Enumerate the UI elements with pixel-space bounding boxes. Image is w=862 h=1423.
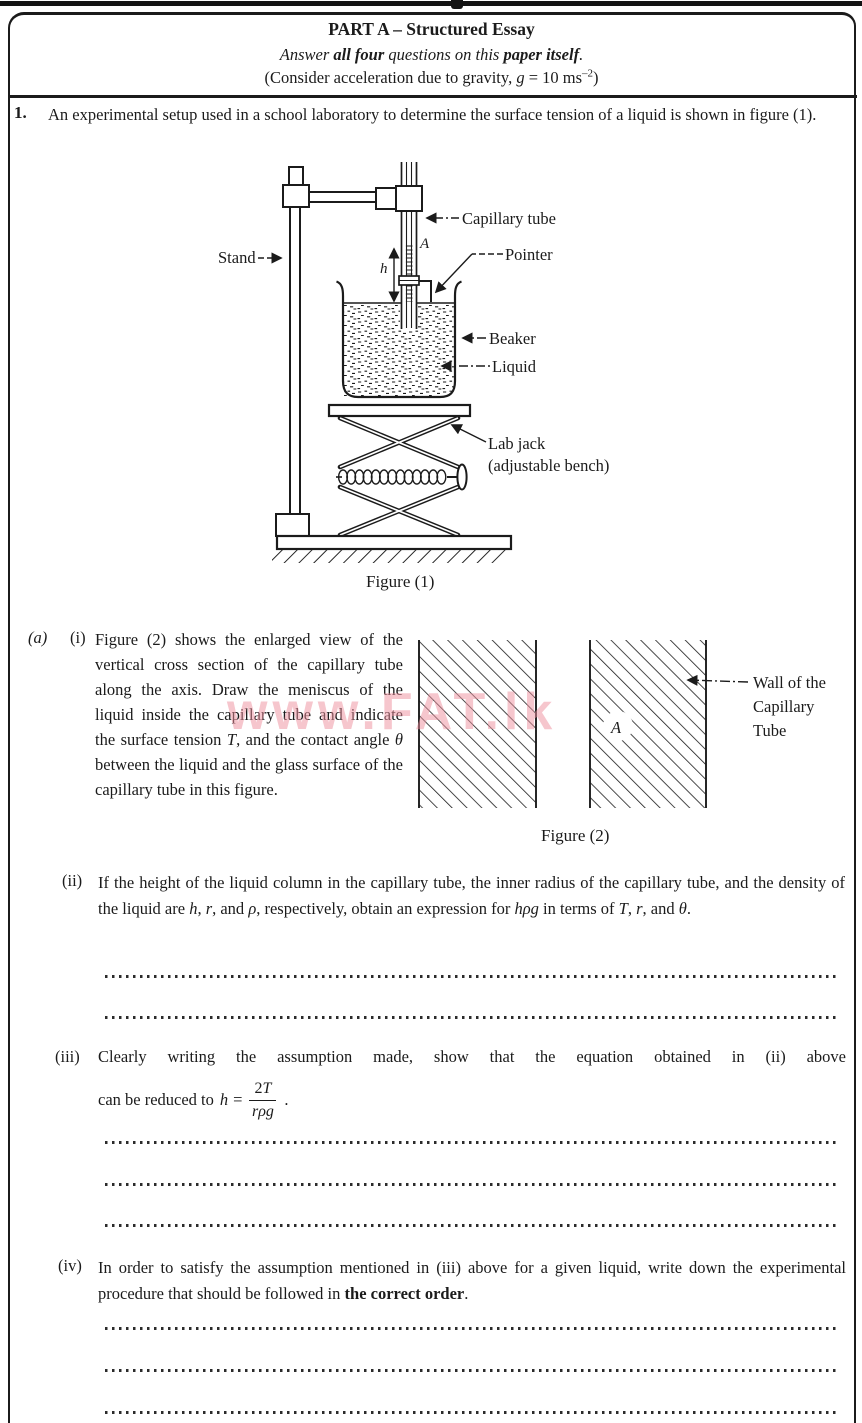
question-1-number: 1. <box>14 103 27 122</box>
pointer-label: Pointer <box>505 245 553 264</box>
jack-platform <box>327 403 472 418</box>
capillary-tube-walls <box>400 162 418 329</box>
answer-instruction: Answer all four questions on this paper … <box>279 45 584 64</box>
answer-dotted-line <box>105 1224 838 1227</box>
point-a-label-fig2: A <box>610 718 622 737</box>
wall-label-line1: Wall of the <box>753 673 826 692</box>
adjustable-bench-label: (adjustable bench) <box>488 456 609 475</box>
wall-label-line2: Capillary <box>753 697 815 716</box>
jack-scissor-arms <box>337 415 461 538</box>
screw-handle <box>456 463 468 491</box>
figure1-caption: Figure (1) <box>366 572 434 591</box>
point-a-label: A <box>419 236 430 252</box>
liquid-column <box>405 243 413 302</box>
header-separator-line <box>8 95 857 98</box>
page-top-rule <box>0 1 862 6</box>
label-leader-lines <box>258 212 503 443</box>
answer-dotted-line <box>105 1369 838 1372</box>
part-a-label: (a) <box>28 628 48 647</box>
lab-jack-label: Lab jack <box>488 434 546 453</box>
wall-label-line3: Tube <box>753 721 786 740</box>
jack-base-plate <box>275 534 513 551</box>
question-a-i-text: Figure (2) shows the enlarged view of th… <box>95 630 404 799</box>
liquid-label: Liquid <box>492 357 537 376</box>
figure2-labels: A Wall of the Capillary Tube Figure (2) <box>541 673 826 845</box>
answer-dotted-line <box>105 1141 838 1144</box>
figure2-caption: Figure (2) <box>541 826 609 845</box>
jack-screw <box>337 469 447 485</box>
question-a-iv-text: In order to satisfy the assumption menti… <box>98 1258 846 1304</box>
liquid-fill <box>344 304 454 396</box>
left-wall-hatch <box>419 640 536 808</box>
gravity-note: (Consider acceleration due to gravity, g… <box>264 67 599 87</box>
part-a-title: PART A – Structured Essay <box>328 19 535 39</box>
answer-dotted-line <box>105 1411 838 1414</box>
figure1-labels: Stand Capillary tube Pointer Beaker Liqu… <box>218 209 609 591</box>
height-h-label: h <box>380 261 388 277</box>
stand-label: Stand <box>218 248 256 267</box>
item-i-label: (i) <box>70 628 86 647</box>
question-a-iii-line1: Clearly writing the assumption made, sho… <box>98 1047 846 1066</box>
wall-leader-line <box>686 674 749 686</box>
pointer-wire <box>419 280 432 302</box>
wall-edge-lines <box>418 640 707 808</box>
beaker-label: Beaker <box>489 329 536 348</box>
answer-dotted-line <box>105 1327 838 1330</box>
ground-hatching <box>272 550 506 563</box>
figure1-drawing <box>258 162 513 563</box>
beaker-outline <box>336 280 462 399</box>
answer-dotted-line <box>105 1183 838 1186</box>
formula-h: h <box>219 1090 229 1109</box>
item-ii-label: (ii) <box>62 871 83 890</box>
figure2-cross-section-diagram: A Wall of the Capillary Tube Figure (2) <box>418 640 826 845</box>
stand-structure <box>275 166 423 537</box>
item-iii-label: (iii) <box>55 1047 80 1066</box>
formula-fraction: 2T rρg <box>249 1079 277 1122</box>
page-number-mark <box>451 0 463 9</box>
capillary-tube-label: Capillary tube <box>462 209 556 228</box>
figure1-apparatus-diagram: Stand Capillary tube Pointer Beaker Liqu… <box>218 162 609 591</box>
question-a-iii-formula-line: can be reduced to h = 2T rρg . <box>98 1079 289 1122</box>
answer-dotted-line <box>105 1016 838 1019</box>
question-1-intro: An experimental setup used in a school l… <box>48 105 817 124</box>
answer-dotted-line <box>105 975 838 978</box>
page-border-frame <box>8 12 856 1423</box>
item-iv-label: (iv) <box>58 1256 82 1275</box>
question-a-ii-text: If the height of the liquid column in th… <box>98 873 845 919</box>
